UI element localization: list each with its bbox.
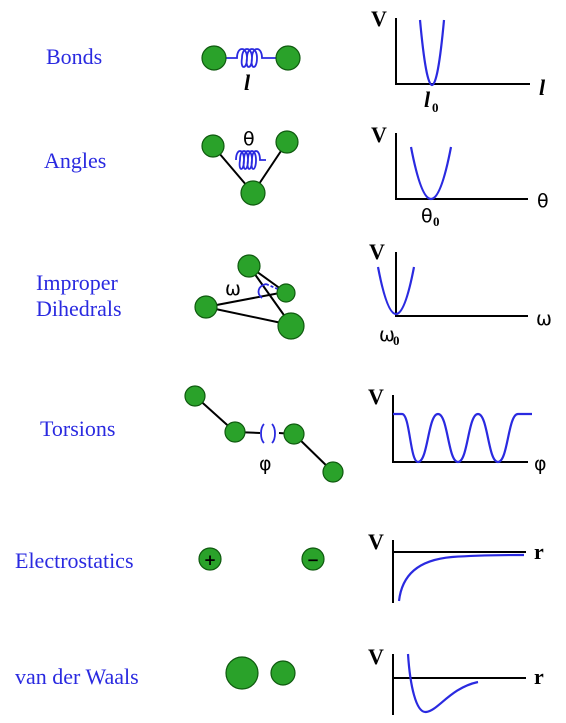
vdw-plot: V r	[368, 644, 544, 715]
atom	[322, 461, 344, 483]
angles-label: Angles	[44, 148, 106, 173]
improper-label-line1: Improper	[36, 270, 119, 295]
electrostatics-molecule: + −	[198, 547, 325, 571]
improper-plot: V ω ω 0	[369, 239, 552, 348]
atom	[270, 660, 296, 686]
plot-axes	[392, 540, 526, 603]
angle-spring	[235, 150, 266, 170]
x-axis-label: θ	[537, 190, 549, 212]
atom	[184, 385, 206, 407]
potential-curve	[409, 146, 453, 200]
positive-ion	[198, 547, 222, 571]
vdw-molecule	[225, 656, 296, 690]
bond	[194, 395, 334, 473]
torsions-label: Torsions	[40, 416, 115, 441]
v-axis-label: V	[371, 122, 387, 147]
minimum-label: l	[424, 87, 431, 112]
bond-length-label: l	[244, 70, 251, 95]
minimum-subscript: 0	[393, 333, 400, 348]
potential-curve	[376, 266, 416, 316]
atom	[194, 295, 218, 319]
plot-axes	[392, 654, 526, 715]
bonds-row: Bonds l V l l 0	[46, 6, 546, 115]
x-axis-label: r	[534, 539, 544, 564]
dihedral-arc	[257, 283, 267, 299]
potential-curve	[406, 653, 479, 714]
v-axis-label: V	[369, 239, 385, 264]
improper-dihedrals-row: Improper Dihedrals ω V ω ω 0	[36, 239, 552, 348]
plot-axes	[395, 252, 528, 317]
x-axis-label: φ	[534, 453, 547, 475]
electrostatics-row: Electrostatics + − V r	[15, 529, 544, 603]
x-axis-label: l	[539, 75, 546, 100]
electrostatics-plot: V r	[368, 529, 544, 603]
angles-molecule: θ	[201, 128, 299, 206]
plot-axes	[395, 133, 528, 200]
vdw-row: van der Waals V r	[15, 644, 544, 715]
atom	[275, 45, 301, 71]
electrostatics-label: Electrostatics	[15, 548, 134, 573]
v-axis-label: V	[368, 644, 384, 669]
minus-sign: −	[307, 551, 320, 569]
improper-label-line2: Dihedrals	[36, 296, 122, 321]
potential-curve	[418, 19, 446, 87]
atom	[201, 134, 225, 158]
atom	[240, 180, 266, 206]
atom	[275, 130, 299, 154]
plot-axes	[392, 395, 528, 463]
atom	[283, 423, 305, 445]
minimum-label: ω	[379, 324, 395, 346]
atom	[201, 45, 227, 71]
phi-label: φ	[259, 453, 272, 475]
torsions-molecule: φ	[184, 385, 344, 483]
vdw-label: van der Waals	[15, 664, 139, 689]
angle-theta-label: θ	[243, 128, 255, 150]
minimum-label: θ	[421, 205, 433, 227]
bonds-plot: V l l 0	[371, 6, 546, 115]
bonds-molecule: l	[201, 45, 301, 95]
omega-label: ω	[225, 278, 241, 300]
bonds-label: Bonds	[46, 44, 102, 69]
atom	[277, 312, 305, 340]
torsions-row: Torsions φ V φ	[40, 384, 547, 483]
atom	[225, 656, 259, 690]
potential-curve	[393, 412, 532, 464]
bond-spring	[225, 48, 277, 68]
x-axis-label: ω	[536, 308, 552, 330]
v-axis-label: V	[371, 6, 387, 31]
plus-sign: +	[204, 551, 217, 569]
angles-row: Angles θ V θ θ 0	[44, 122, 549, 229]
improper-molecule: ω	[194, 254, 305, 340]
torsion-arc	[271, 423, 276, 444]
angles-plot: V θ θ 0	[371, 122, 549, 229]
v-axis-label: V	[368, 384, 384, 409]
minimum-subscript: 0	[433, 214, 440, 229]
atom	[276, 283, 296, 303]
atom	[224, 421, 246, 443]
minimum-subscript: 0	[432, 100, 439, 115]
negative-ion	[301, 547, 325, 571]
v-axis-label: V	[368, 529, 384, 554]
atom	[237, 254, 261, 278]
torsions-plot: V φ	[368, 384, 547, 475]
x-axis-label: r	[534, 664, 544, 689]
torsion-arc	[260, 423, 265, 444]
potential-curve	[397, 553, 525, 602]
plot-axes	[395, 18, 530, 85]
